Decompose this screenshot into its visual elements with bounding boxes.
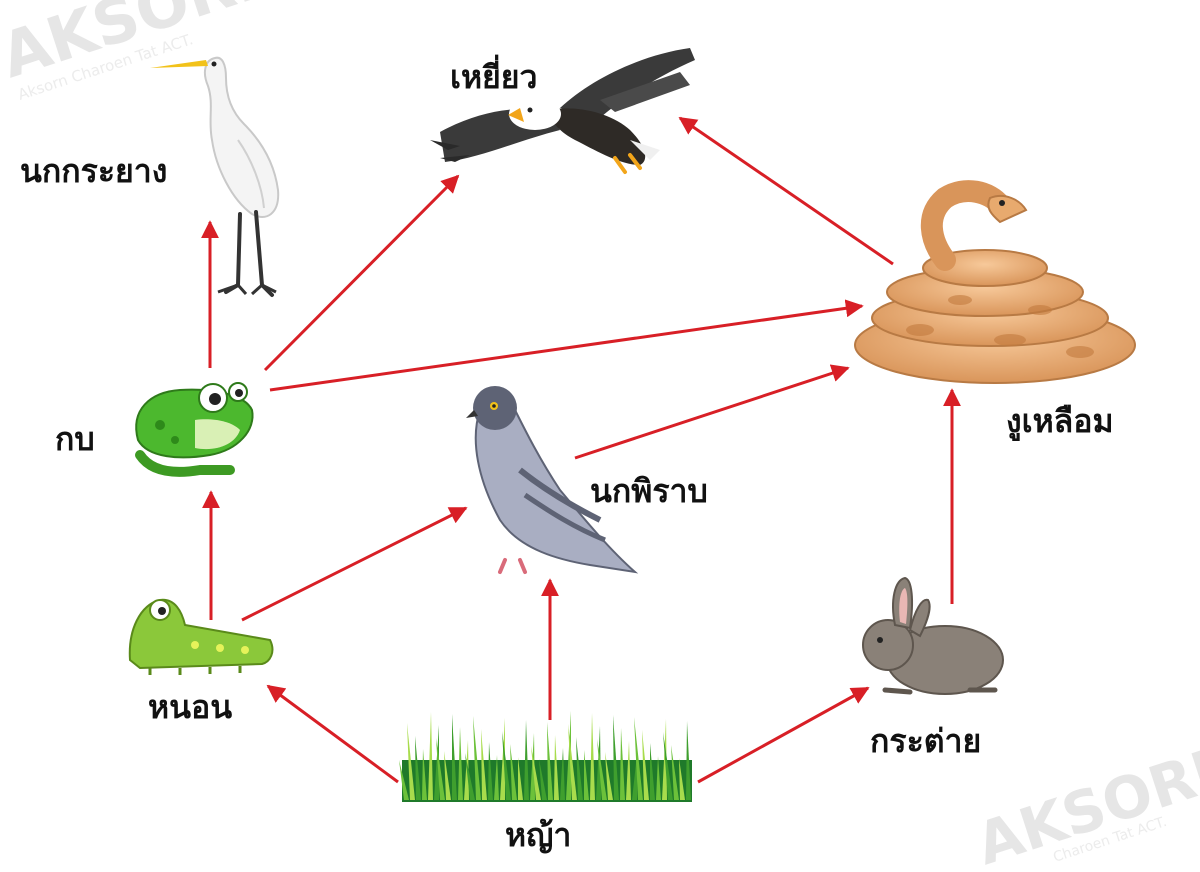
rabbit-label: กระต่าย [870,722,981,760]
arrow-grass-to-rabbit [697,686,870,784]
grass-blade [596,726,601,800]
caterpillar-icon [128,598,274,675]
grass-blade [415,736,421,800]
grass-blade [576,737,583,800]
arrow-python-to-eagle [678,116,894,266]
grass-blade [626,741,631,800]
grass-blade [671,745,679,800]
grass-blade [560,748,565,800]
grass-icon [399,711,692,802]
egret-icon [150,56,280,297]
grass-blade [663,732,673,800]
grass-blade [444,751,451,800]
grass-blade [554,735,559,800]
grass-blade [605,752,613,800]
grass-blade [634,717,643,800]
grass-blade [500,718,505,800]
grass-blade [422,749,427,800]
eagle-icon [430,48,695,174]
arrow-pigeon-to-python [574,364,850,460]
grass-blade [399,760,409,800]
grass-blade [590,713,595,800]
arrow-frog-to-python [269,299,864,392]
pigeon-label: นกพิราบ [590,472,708,510]
grass-blade [568,724,577,800]
python-label: งูเหลือม [1006,402,1114,442]
frog-icon [135,382,254,477]
pigeon-icon [466,386,639,574]
grass-blade [547,722,553,800]
grass-blade [642,730,649,800]
grass-blade [434,725,439,800]
grass-blade [488,742,493,800]
python-icon [854,180,1136,384]
grass-blade [566,711,571,800]
grass-blade [428,712,433,800]
arrow-caterpillar-to-pigeon [241,506,468,622]
grass-blade [632,754,637,800]
rabbit-icon [862,576,1004,695]
grass-blade [620,728,625,800]
frog-label: กบ [55,420,95,458]
grass-label: หญ้า [505,816,571,854]
grass-blade [458,727,463,800]
grass-blade [656,756,661,800]
grass-blade [613,715,619,800]
grass-blade [465,753,475,800]
grass-blade [518,757,523,800]
grass-blade [510,744,517,800]
grass-blade [584,750,589,800]
grass-blade [452,714,457,800]
grass-blade [436,738,445,800]
arrow-grass-to-caterpillar [266,684,399,784]
arrow-layer [201,116,961,784]
grass-blade [597,739,607,800]
grass-blade [662,719,667,800]
watermark-bottom: AKSORN Charoen Tat ACT. [968,729,1200,872]
grass-blade [407,723,415,800]
grass-blade [650,743,655,800]
grass-blade [524,720,529,800]
grass-blade [473,716,481,800]
grass-blade [531,746,541,800]
grass-blade [502,731,511,800]
grass-blade [481,729,487,800]
eagle-label: เหยี่ยว [450,54,538,96]
grass-blade [494,755,499,800]
watermark-top: AKSORN Aksorn Charoen Tat ACT. [0,0,293,104]
arrow-frog-to-eagle [263,174,460,372]
grass-blade [679,758,685,800]
egret-label: นกกระยาง [20,152,167,190]
grass-blade [539,759,547,800]
grass-blade [464,740,469,800]
grass-blade [686,721,691,800]
grass-blade [530,733,535,800]
caterpillar-label: หนอน [148,688,232,726]
